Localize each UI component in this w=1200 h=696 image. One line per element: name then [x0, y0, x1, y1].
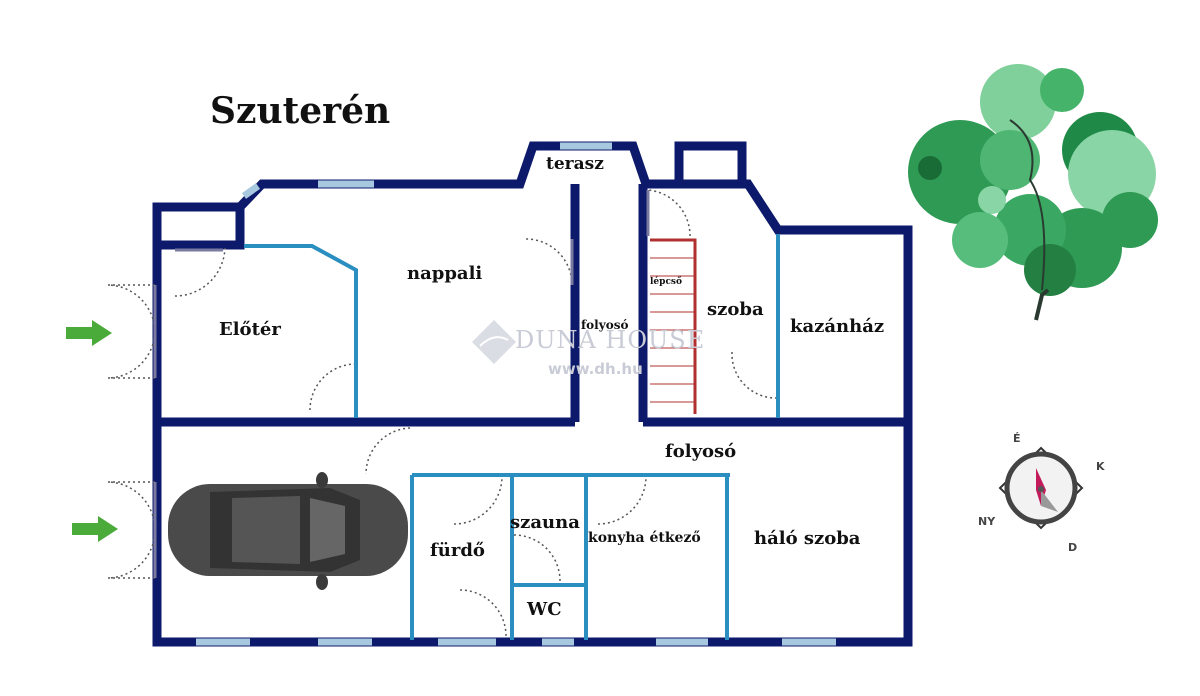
windows [196, 142, 836, 646]
watermark-brand: DUNA HOUSE [515, 326, 706, 354]
inner-walls [244, 234, 780, 640]
door-leaves [153, 190, 650, 578]
compass-north: É [1013, 432, 1021, 445]
car-icon [168, 472, 408, 590]
page-title: Szuterén [210, 90, 391, 132]
room-label-konyha: konyha étkező [588, 530, 701, 546]
compass-icon [998, 446, 1084, 530]
duna-house-logo [472, 320, 516, 364]
watermark-url: www.dh.hu [548, 360, 643, 378]
compass-south: D [1068, 541, 1078, 554]
room-label-folyoso-upper: folyosó [581, 318, 629, 332]
room-label-halo: háló szoba [754, 528, 861, 549]
room-label-furdo: fürdő [430, 540, 485, 561]
room-label-szoba: szoba [707, 299, 764, 320]
room-label-szauna: szauna [510, 512, 580, 533]
room-label-kazanhaz: kazánház [790, 316, 885, 337]
room-label-wc: WC [527, 599, 562, 620]
staircase [650, 238, 697, 414]
entrance-arrow-upper [66, 320, 112, 346]
room-label-nappali: nappali [407, 263, 483, 284]
room-label-lepcso: lépcső [650, 277, 682, 287]
room-label-terasz: terasz [546, 154, 604, 174]
outer-walls [152, 141, 913, 647]
entrance-arrow-lower [72, 516, 118, 542]
compass-east: K [1096, 460, 1105, 473]
room-label-eloter: Előtér [219, 319, 281, 340]
tree-icon [908, 64, 1158, 321]
room-label-folyoso-lower: folyosó [665, 441, 737, 462]
compass-west: NY [978, 515, 996, 528]
